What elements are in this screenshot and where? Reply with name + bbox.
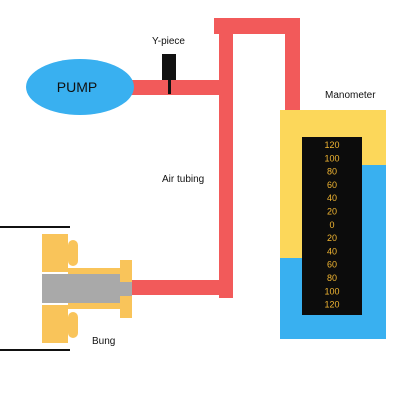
bung-assembly — [42, 234, 132, 343]
manometer-label: Manometer — [325, 90, 376, 101]
scale-label: 0 — [329, 220, 334, 230]
y-piece — [162, 54, 176, 80]
tubing-to-bung — [130, 280, 233, 295]
pump-label: PUMP — [57, 79, 97, 95]
bung-collar-top — [68, 240, 78, 266]
air-tubing-label: Air tubing — [162, 174, 204, 185]
scale-label: 100 — [324, 286, 339, 296]
scale-label: 120 — [324, 140, 339, 150]
scale-label: 80 — [327, 273, 337, 283]
scale-label: 60 — [327, 180, 337, 190]
bung-collar-bottom — [68, 312, 78, 338]
bung-end-cap-top — [120, 260, 132, 282]
scale-label: 80 — [327, 167, 337, 177]
bung-body-bottom — [42, 305, 68, 343]
y-piece-stem — [168, 80, 171, 94]
scale-label: 20 — [327, 233, 337, 243]
manometer: 120 100 80 60 40 20 0 20 40 60 80 100 120 — [280, 110, 386, 339]
scale-label: 60 — [327, 260, 337, 270]
tubing-pump-to-riser — [128, 80, 220, 95]
scale-label: 120 — [324, 300, 339, 310]
bung-label: Bung — [92, 336, 115, 347]
scale-label: 20 — [327, 207, 337, 217]
manometer-fluid-left — [280, 258, 302, 339]
tubing-top-bridge — [214, 18, 300, 34]
tubing-riser-left — [219, 18, 233, 298]
scale-label: 40 — [327, 193, 337, 203]
bung-neck-top — [68, 268, 128, 274]
manometer-scale-labels: 120 100 80 60 40 20 0 20 40 60 80 100 120 — [324, 140, 339, 310]
tubing-riser-right — [285, 18, 300, 111]
bung-body-top — [42, 234, 68, 272]
bung-end-cap-bottom — [120, 296, 132, 318]
air-tubing — [128, 18, 300, 298]
bung-neck-bottom — [68, 303, 128, 309]
manometer-air-column-left — [280, 110, 302, 258]
pump — [26, 59, 134, 115]
manometer-scale — [302, 137, 362, 315]
scale-label: 40 — [327, 246, 337, 256]
scale-label: 100 — [324, 153, 339, 163]
bung-rod — [42, 274, 132, 303]
y-piece-label: Y-piece — [152, 36, 185, 47]
